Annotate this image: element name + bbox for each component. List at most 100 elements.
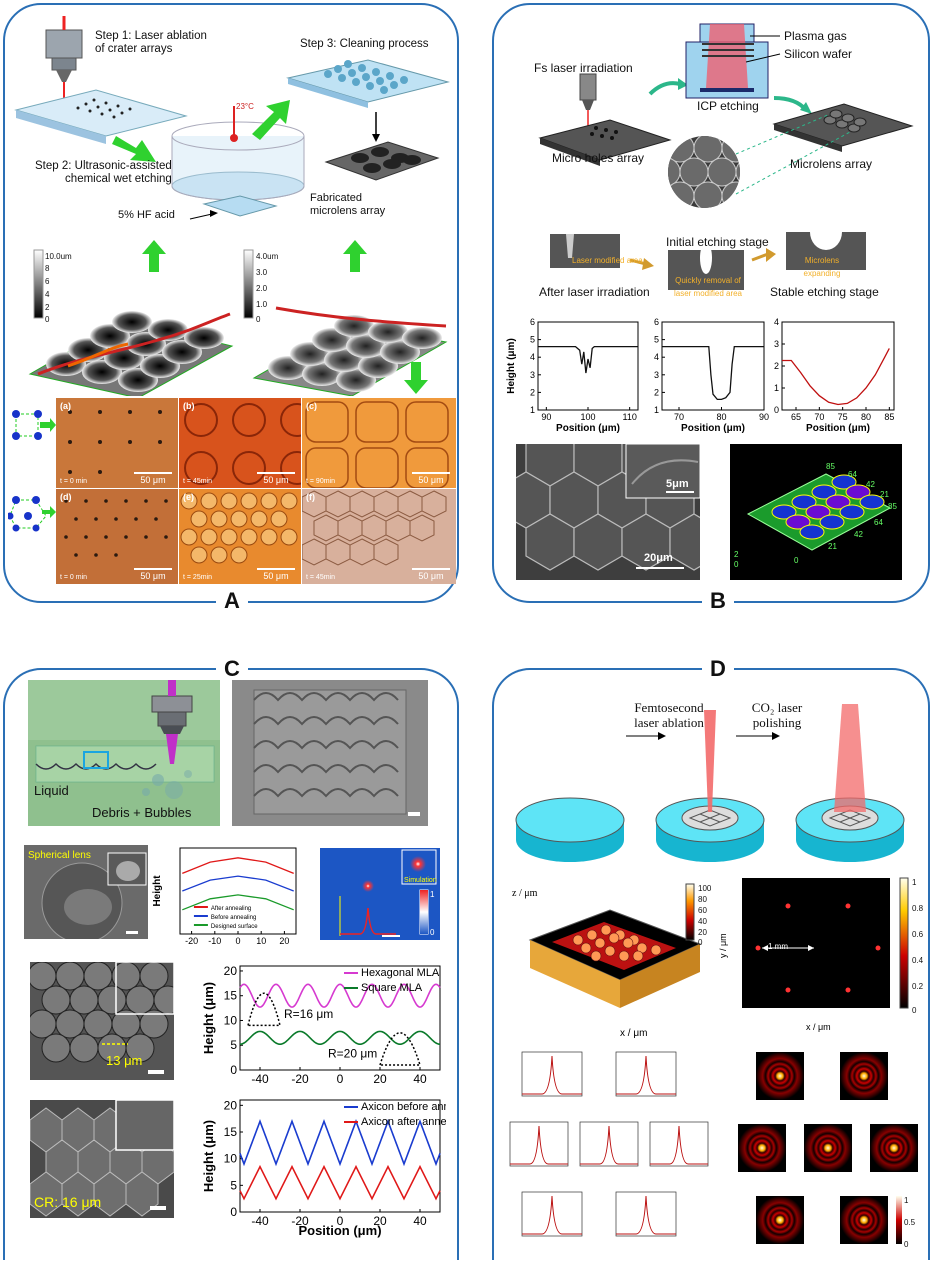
colorbar-max-left: 10.0um xyxy=(45,252,72,261)
x-tick-label: -40 xyxy=(251,1072,269,1086)
map-tick: 42 xyxy=(854,530,863,539)
tile-tag: (c) xyxy=(306,401,317,411)
y-tick-label: 5 xyxy=(230,1038,237,1052)
intensity-profile-grid xyxy=(509,1051,709,1237)
cb2-tick: 0.8 xyxy=(912,904,924,913)
map-tick: 85 xyxy=(826,462,835,471)
annotation-label: R=20 μm xyxy=(328,1047,377,1061)
y-tick-label: 3 xyxy=(774,339,779,349)
y-tick-label: 0 xyxy=(230,1205,237,1219)
svg-text:y / μm: y / μm xyxy=(718,933,728,958)
cb1-tick: 60 xyxy=(698,906,707,915)
scale-5um: 5μm xyxy=(666,478,689,490)
svg-text:x / μm: x / μm xyxy=(620,1028,647,1039)
colorbar-tick: 0 xyxy=(256,315,261,324)
focal-spot-image: Simulation 1 0 xyxy=(320,848,440,940)
colorbar-max-right: 4.0um xyxy=(256,252,279,261)
x-tick-label: 90 xyxy=(541,412,551,422)
x-axis-label: Position (μm) xyxy=(806,423,870,434)
scale-bar: 50 μm xyxy=(412,568,450,581)
scale-bar: 50 μm xyxy=(134,472,172,485)
tile-time: t = 45min xyxy=(306,574,335,581)
fs-laser-label: Fs laser irradiation xyxy=(534,61,633,75)
green-up-arrow-icon xyxy=(142,240,166,272)
series-line xyxy=(239,983,441,1008)
co2-polishing-label: CO₂ laser polishing xyxy=(751,700,803,730)
tile-time: t = 90min xyxy=(306,478,335,485)
series-line xyxy=(182,857,294,875)
psf-image-grid xyxy=(738,1052,918,1244)
x-tick-label: 20 xyxy=(373,1072,387,1086)
micrograph-tile-d: (d) t = 0 min 50 μm xyxy=(56,489,178,584)
y-tick-label: 20 xyxy=(224,1098,238,1112)
series-line xyxy=(239,1118,441,1167)
y-tick-label: 5 xyxy=(230,1178,237,1192)
y-tick-label: 1 xyxy=(654,405,659,415)
map-tick: 0 xyxy=(794,556,799,565)
sem-lens-array xyxy=(232,680,428,826)
y-tick-label: 2 xyxy=(530,387,535,397)
y-tick-label: 10 xyxy=(224,1152,238,1166)
liquid-ablation-schematic: Liquid Debris + Bubbles xyxy=(28,680,220,826)
sem-hexagonal-mla: 5μm 20μm xyxy=(516,444,700,580)
tile-time: t = 45min xyxy=(183,478,212,485)
series-line xyxy=(239,1164,441,1201)
icp-etching-label: ICP etching xyxy=(697,99,759,113)
y-tick-label: 0 xyxy=(230,1063,237,1077)
svg-text:z / μm: z / μm xyxy=(512,888,538,899)
3d-profile-map: 85 64 42 21 0 21 42 64 85 2 0 xyxy=(730,444,902,580)
y-tick-label: 3 xyxy=(530,370,535,380)
fabricated-mla-label: Fabricated microlens array xyxy=(310,192,386,217)
after-laser-label: After laser irradiation xyxy=(539,285,650,299)
height-map-right xyxy=(243,249,448,396)
micrograph-tile-b: (b) t = 45min 50 μm xyxy=(179,398,301,488)
svg-text:x / μm: x / μm xyxy=(806,1022,831,1032)
tile-tag: (a) xyxy=(60,401,71,411)
x-tick-label: 0 xyxy=(337,1214,344,1228)
x-tick-label: 20 xyxy=(373,1214,387,1228)
cr-label: CR: 16 μm xyxy=(34,1194,102,1210)
colorbar-tick: 0 xyxy=(45,315,50,324)
spherical-lens-label: Spherical lens xyxy=(28,850,91,861)
silicon-wafer-label: Silicon wafer xyxy=(784,47,853,61)
step2-label: Step 2: Ultrasonic-assisted chemical wet… xyxy=(35,160,172,185)
x-tick-label: 80 xyxy=(861,412,871,422)
liquid-label: Liquid xyxy=(34,783,69,798)
y-tick-label: 4 xyxy=(774,317,779,327)
microlens-expanding-label: Microlens expanding xyxy=(803,256,841,278)
x-axis-label: Position (μm) xyxy=(681,423,745,434)
map-tick: 64 xyxy=(848,470,857,479)
series-line xyxy=(782,348,890,406)
y-tick-label: 20 xyxy=(224,964,238,978)
sem-hexagonal-lenses: 13 μm xyxy=(30,962,174,1080)
colorbar-tick: 3.0 xyxy=(256,268,268,277)
hexagonal-lattice-icon xyxy=(8,496,56,532)
scale-20um: 20μm xyxy=(644,552,673,564)
x-tick-label: -10 xyxy=(208,936,221,946)
step3-label: Step 3: Cleaning process xyxy=(300,38,429,50)
x-tick-label: 10 xyxy=(256,936,266,946)
y-tick-label: 5 xyxy=(530,335,535,345)
x-tick-label: 110 xyxy=(622,412,636,422)
scale-bar: 50 μm xyxy=(257,472,295,485)
legend-label: After annealing xyxy=(211,906,251,912)
scale-bar: 50 μm xyxy=(257,568,295,581)
tile-tag: (d) xyxy=(60,492,72,502)
y-axis-label: Height (μm) xyxy=(201,1120,216,1192)
panel-a-label: A xyxy=(216,588,248,614)
x-tick-label: 100 xyxy=(580,412,595,422)
x-tick-label: -40 xyxy=(251,1214,269,1228)
micrograph-tile-f: (f) t = 45min 50 μm xyxy=(302,489,456,584)
y-tick-label: 0 xyxy=(774,405,779,415)
colorbar-tick: 2.0 xyxy=(256,284,268,293)
y-tick-label: 10 xyxy=(224,1013,238,1027)
y-axis-label: Height (μm) xyxy=(201,982,216,1054)
x-tick-label: 85 xyxy=(884,412,894,422)
mla-label: Microlens array xyxy=(790,157,873,171)
micrograph-tile-e: (e) t = 25min 50 μm xyxy=(179,489,301,584)
y-tick-label: 15 xyxy=(224,1125,238,1139)
tile-tag: (f) xyxy=(306,492,315,502)
colorbar-tick: 2 xyxy=(45,303,50,312)
x-tick-label: -20 xyxy=(291,1072,309,1086)
